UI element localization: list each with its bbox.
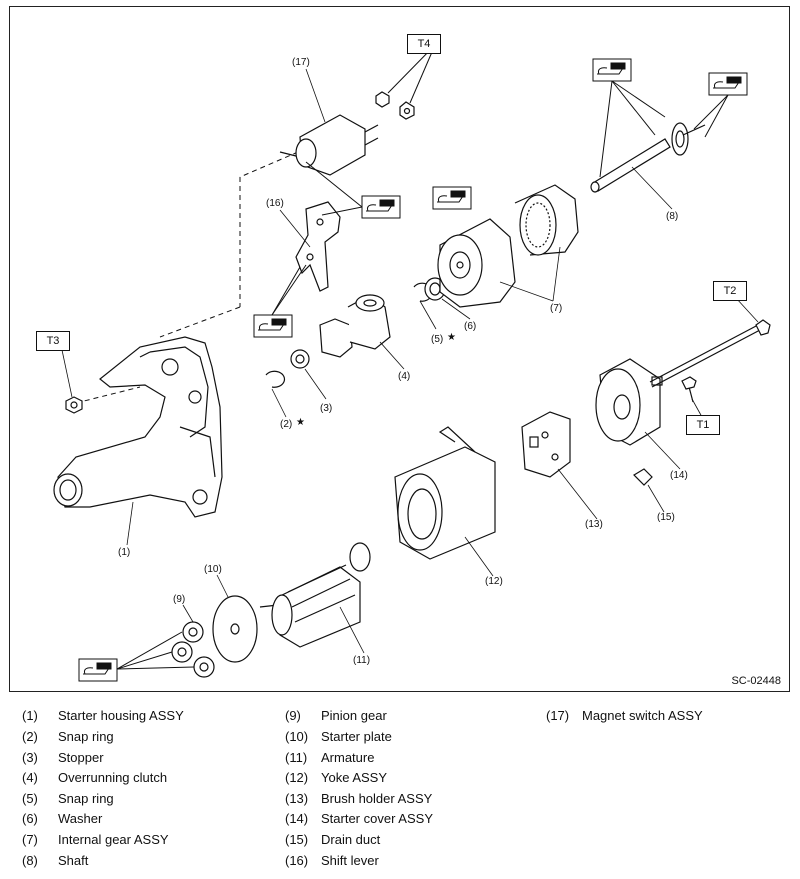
exploded-view-diagram: (1) (2) ★ (3) (4) (5) ★ (6) (7) (8) (9) … <box>9 6 790 692</box>
magnet-switch-drawing <box>279 114 379 176</box>
grease-arrows <box>116 44 729 670</box>
callout-6: (6) <box>464 321 477 332</box>
callout-7: (7) <box>550 303 563 314</box>
callout-14: (14) <box>670 470 688 481</box>
figure-code: SC-02448 <box>731 675 781 687</box>
torque-label-t4: T4 <box>407 34 441 54</box>
snap-ring-drawing <box>265 370 286 388</box>
callout-2: (2) <box>280 419 293 430</box>
callout-15: (15) <box>657 512 675 523</box>
yoke-drawing <box>394 426 496 560</box>
callout-17: (17) <box>292 57 310 68</box>
shaft-drawing <box>590 122 706 193</box>
torque-label-t3: T3 <box>36 331 70 351</box>
torque-label-t2: T2 <box>713 281 747 301</box>
callout-10: (10) <box>204 564 222 575</box>
star-marker: ★ <box>296 417 305 428</box>
callout-16: (16) <box>266 198 284 209</box>
stopper-drawing <box>290 349 310 369</box>
alignment-lines <box>75 151 299 404</box>
parts-legend: (1)Starter housing ASSY (2)Snap ring (3)… <box>22 708 703 868</box>
starter-plate-drawing <box>212 595 258 663</box>
callout-5: (5) <box>431 334 444 345</box>
pinion-gears-drawing <box>171 621 215 678</box>
drain-duct-drawing <box>633 468 653 486</box>
brush-holder-drawing <box>521 411 571 478</box>
callout-3: (3) <box>320 403 333 414</box>
callout-12: (12) <box>485 576 503 587</box>
callout-8: (8) <box>666 211 679 222</box>
nut-drawing <box>65 396 83 414</box>
callout-9: (9) <box>173 594 186 605</box>
leader-lines <box>61 45 759 654</box>
internal-gear-drawing <box>437 184 579 308</box>
starter-cover-drawing <box>595 358 663 446</box>
callout-4: (4) <box>398 371 411 382</box>
torque-label-t1: T1 <box>686 415 720 435</box>
star-marker: ★ <box>447 332 456 343</box>
terminal-nuts-drawing <box>375 91 415 120</box>
grease-icons <box>78 58 748 682</box>
callout-1: (1) <box>118 547 131 558</box>
diagram-artwork <box>53 44 771 682</box>
starter-housing-drawing <box>53 336 223 518</box>
callout-11: (11) <box>353 655 371 666</box>
through-bolt-drawing <box>649 319 771 388</box>
small-bolt-drawing <box>681 376 697 403</box>
shift-lever-drawing <box>295 201 341 292</box>
callout-13: (13) <box>585 519 603 530</box>
armature-drawing <box>259 542 371 648</box>
overrunning-clutch-drawing <box>319 294 391 358</box>
